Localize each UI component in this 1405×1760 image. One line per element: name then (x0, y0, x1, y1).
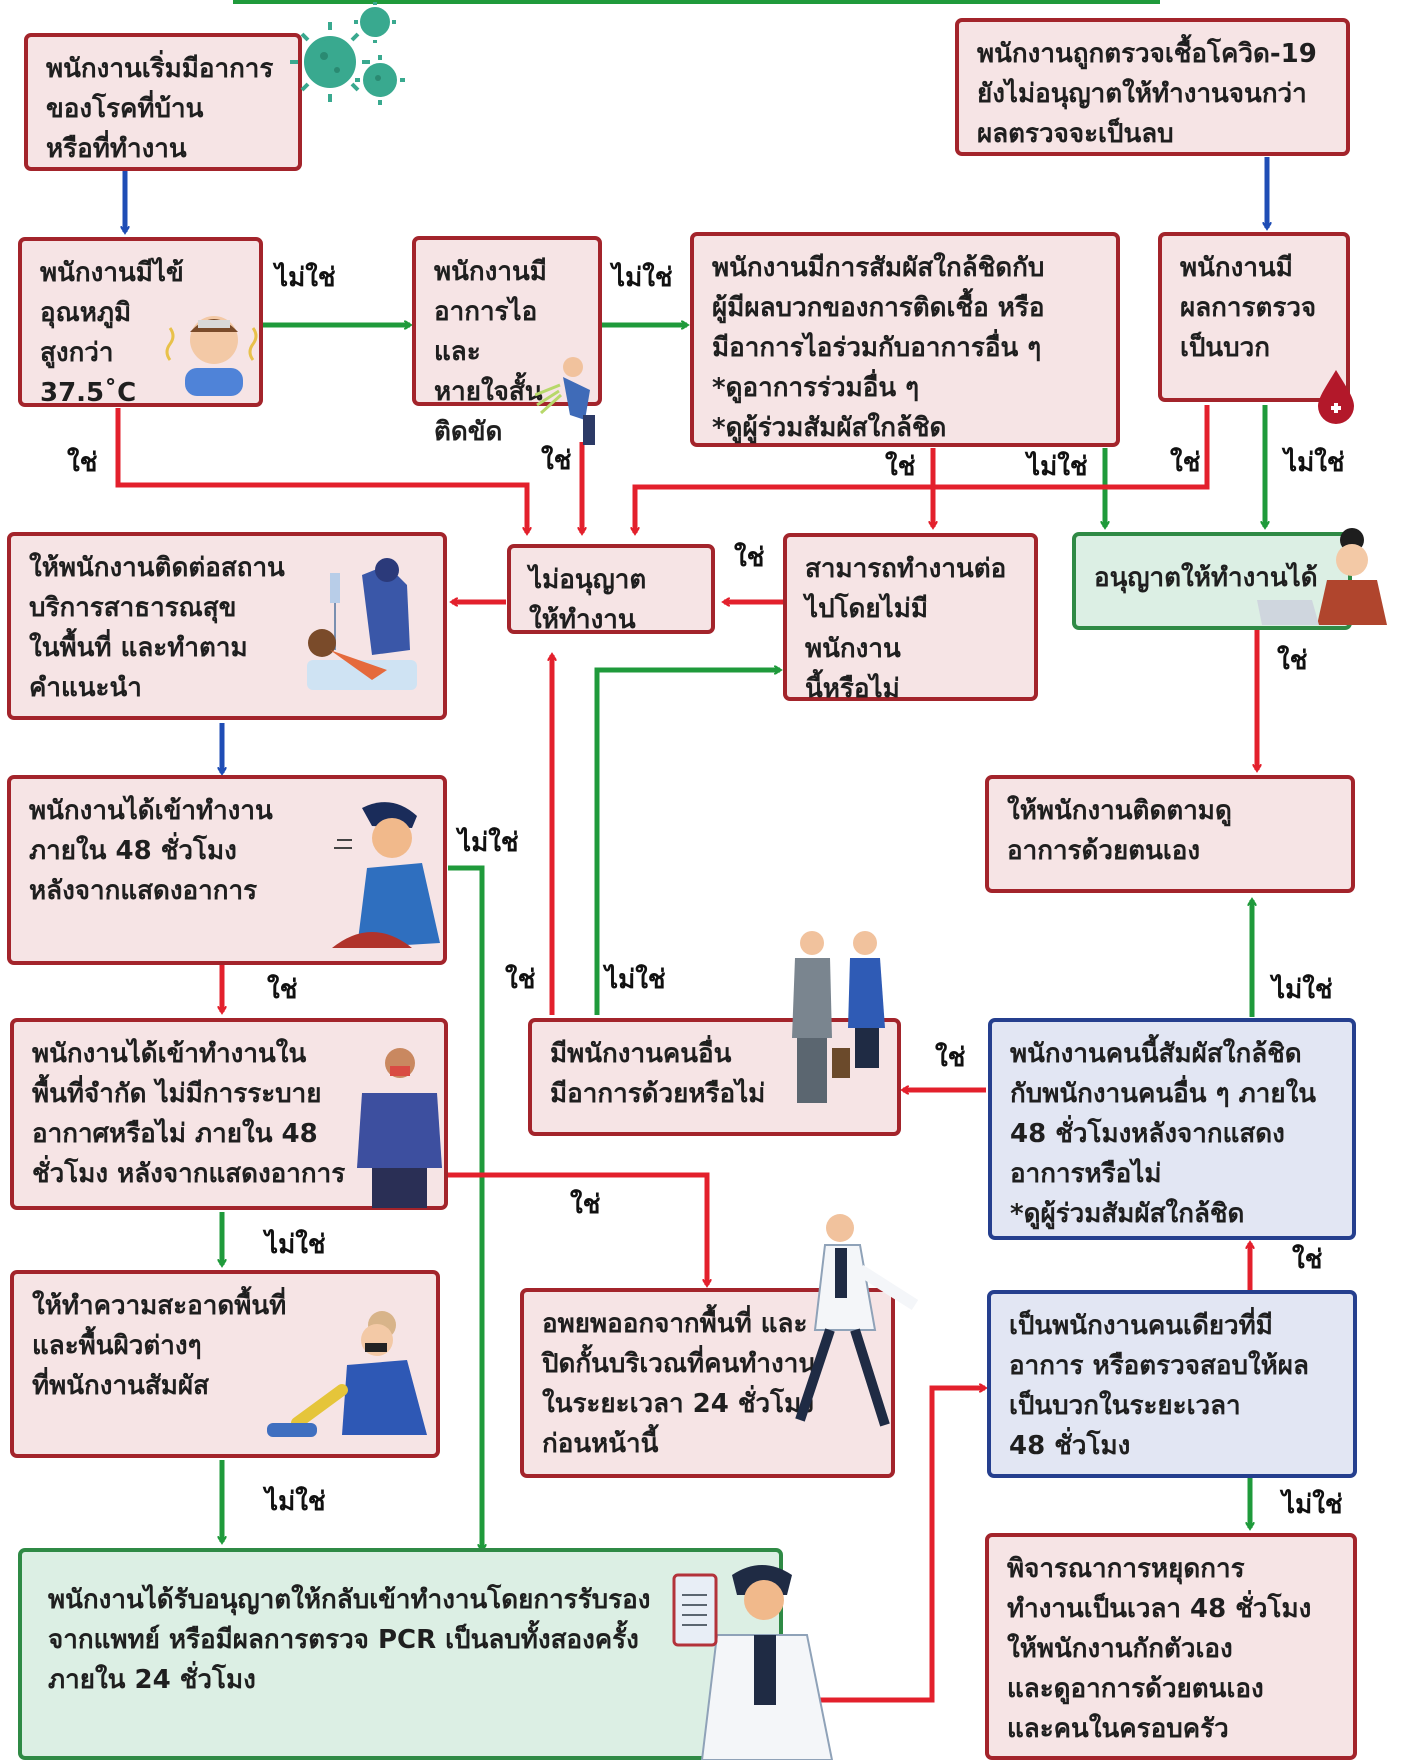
medical-test-icon (307, 558, 417, 690)
two-workers-icon (792, 931, 885, 1103)
label-yes: ใช่ (1277, 646, 1308, 676)
arrow-positive-notallowed (635, 405, 1210, 533)
node-evacuate: อพยพออกจากพื้นที่ และปิดกั้นบริเวณที่คนท… (520, 1288, 895, 1478)
node-return: พนักงานได้รับอนุญาตให้กลับเข้าทำงานโดยกา… (18, 1548, 783, 1760)
node-self-monitor: ให้พนักงานติดตามดูอาการด้วยตนเอง (985, 775, 1355, 893)
label-no: ไม่ใช่ (265, 1487, 326, 1517)
fever-person-icon (165, 316, 258, 396)
node-only-one: เป็นพนักงานคนเดียวที่มีอาการ หรือตรวจสอบ… (987, 1290, 1357, 1478)
label-yes: ใช่ (505, 965, 536, 995)
label-yes: ใช่ (734, 543, 765, 573)
node-contact: พนักงานมีการสัมผัสใกล้ชิดกับผู้มีผลบวกขอ… (690, 232, 1120, 447)
node-positive: พนักงานมีผลการตรวจเป็นบวก (1158, 232, 1350, 402)
label-yes: ใช่ (1292, 1245, 1323, 1275)
label-yes: ใช่ (570, 1190, 601, 1220)
label-yes: ใช่ (67, 448, 98, 478)
label-no: ไม่ใช่ (458, 828, 519, 858)
coughing-person-icon (535, 357, 595, 445)
label-yes: ใช่ (885, 452, 916, 482)
label-no: ไม่ใช่ (612, 263, 673, 293)
arrow-worked-return (448, 865, 482, 1550)
blood-drop-icon (1318, 370, 1354, 424)
arrow-return-onlyone (783, 1388, 985, 1703)
node-continue-work: สามารถทำงานต่อไปโดยไม่มีพนักงานนี้หรือไม… (783, 533, 1038, 704)
arrow-confined-evacuate (448, 1172, 707, 1285)
label-yes: ใช่ (541, 446, 572, 476)
masked-man-icon (357, 1048, 442, 1208)
label-no: ไม่ใช่ (1272, 975, 1333, 1005)
doctor-clipboard-icon (672, 1565, 834, 1760)
coughing-man-icon (332, 802, 440, 948)
label-yes: ใช่ (1170, 448, 1201, 478)
node-cough: พนักงานมีอาการไอและหายใจสั้นติดขัด (412, 236, 602, 447)
label-no: ไม่ใช่ (1027, 452, 1088, 482)
node-not-allowed: ไม่อนุญาตให้ทำงาน (507, 544, 715, 635)
arrow-others-continue (594, 670, 780, 1015)
label-yes: ใช่ (935, 1043, 966, 1073)
arrow-fever-notallowed (115, 408, 527, 533)
node-start: พนักงานเริ่มมีอาการของโรคที่บ้านหรือที่ท… (24, 33, 302, 171)
node-stop-work: พิจารณาการหยุดการทำงานเป็นเวลา 48 ชั่วโม… (985, 1533, 1357, 1760)
label-no: ไม่ใช่ (1284, 448, 1345, 478)
node-close-contact: พนักงานคนนี้สัมผัสใกล้ชิดกับพนักงานคนอื่… (988, 1018, 1356, 1240)
label-no: ไม่ใช่ (1282, 1490, 1343, 1520)
label-yes: ใช่ (267, 975, 298, 1005)
virus-icon (290, 2, 405, 105)
label-no: ไม่ใช่ (605, 965, 666, 995)
doctor-running-icon (795, 1214, 919, 1427)
cleaning-person-icon (267, 1311, 427, 1437)
woman-at-laptop-icon (1257, 528, 1387, 625)
label-no: ไม่ใช่ (265, 1230, 326, 1260)
label-no: ไม่ใช่ (275, 263, 336, 293)
